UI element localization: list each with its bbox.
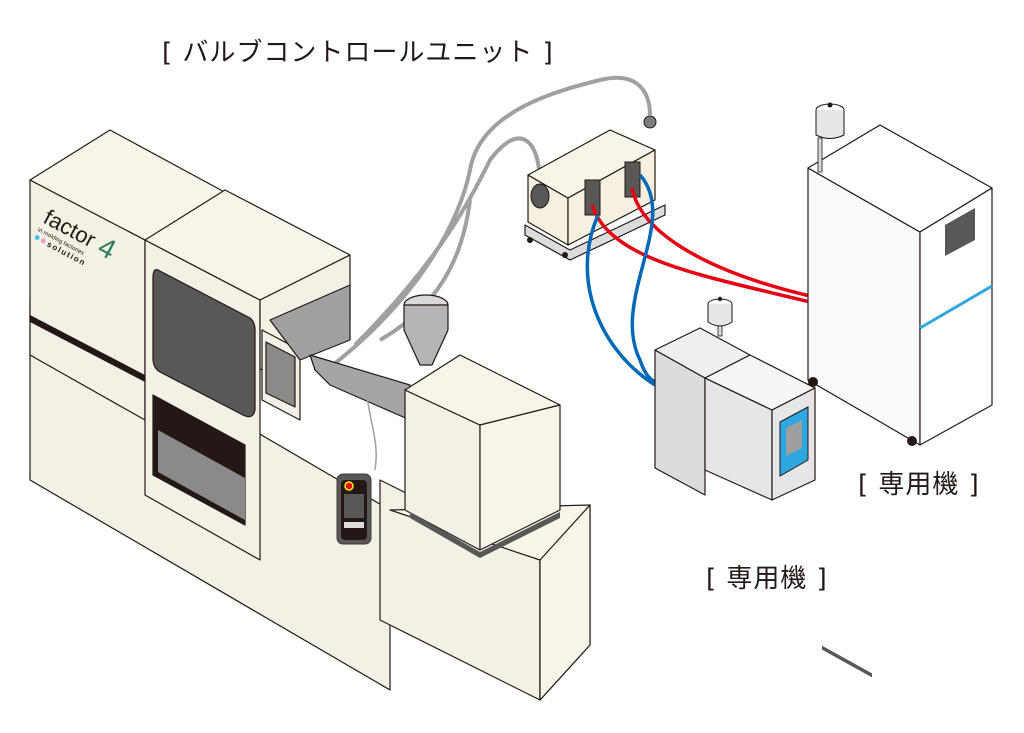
dedicated-machine-right-label: [ 専用機 ] (858, 470, 980, 500)
valve-control-unit (524, 115, 666, 261)
blue-hoses (585, 173, 661, 387)
logo-dot-cyan (34, 235, 40, 241)
red-hoses (590, 187, 811, 304)
injection-molding-machine (29, 129, 591, 701)
blue-hose-2 (630, 173, 661, 387)
logo-dot-pink (40, 238, 46, 244)
blue-hose-1 (585, 214, 656, 387)
mold-window (152, 269, 256, 418)
hopper (403, 304, 449, 366)
dedicated-machine-right (807, 102, 993, 678)
red-hose-1 (590, 204, 811, 304)
gray-hoses (318, 75, 652, 377)
valve-control-unit-label: [ バルブコントロールユニット ] (162, 38, 554, 68)
pendant-controller (336, 379, 377, 545)
dedicated-machine-front-label: [ 専用機 ] (706, 564, 828, 594)
tall-unit-right (919, 187, 993, 446)
red-hose-2 (630, 187, 811, 298)
barrel (309, 354, 411, 421)
dedicated-machine-front (654, 296, 816, 501)
gray-hose-2 (353, 136, 542, 347)
gray-hose-3 (379, 199, 472, 342)
factor4-logo: factor 4 in molding factories solution (34, 204, 121, 268)
gray-hose-1 (318, 75, 652, 377)
